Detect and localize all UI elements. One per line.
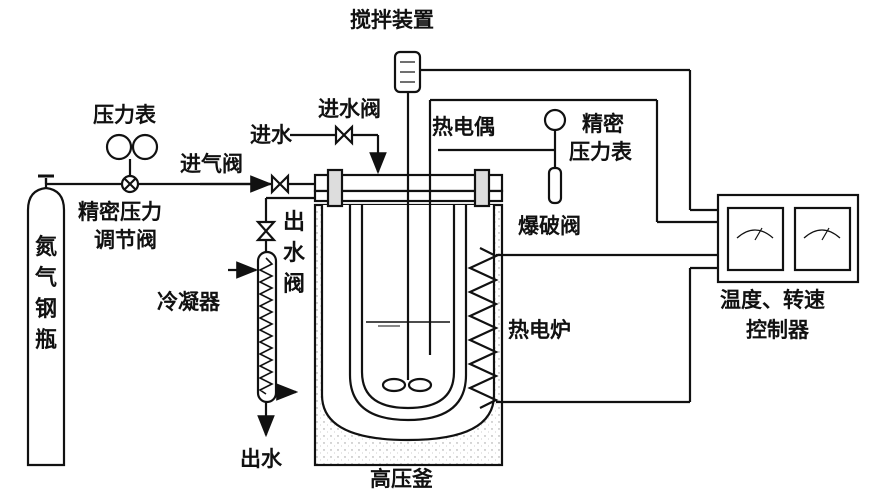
stirrer	[381, 50, 433, 393]
label-electric-furnace: 热电炉	[508, 318, 571, 342]
label-thermocouple: 热电偶	[432, 115, 495, 139]
label-controller-line1: 温度、转速	[720, 288, 825, 312]
control-wires	[420, 68, 718, 404]
water-inlet-line	[290, 124, 387, 175]
inner-vessel	[348, 205, 468, 422]
label-condenser: 冷凝器	[157, 290, 220, 314]
pressure-gauge	[105, 133, 159, 178]
label-stirring-device: 搅拌装置	[350, 8, 434, 32]
gas-inlet-valve	[270, 173, 290, 195]
heating-coil	[467, 247, 499, 409]
label-water-inlet-valve: 进水阀	[318, 97, 381, 121]
label-controller-line2: 控制器	[746, 318, 809, 342]
water-outlet-line	[255, 196, 315, 252]
label-nitrogen-cylinder: 氮气钢瓶	[34, 235, 57, 353]
gas-line	[44, 175, 315, 193]
label-water-outlet-valve: 出水阀	[282, 210, 305, 297]
label-autoclave: 高压釜	[370, 467, 433, 491]
label-gas-inlet-valve: 进气阀	[180, 152, 243, 176]
label-precision-gauge-line1: 精密	[582, 112, 624, 136]
label-precision-gauge-line2: 压力表	[569, 140, 632, 164]
precision-pressure-gauge	[438, 108, 567, 205]
label-water-in: 进水	[250, 123, 292, 147]
thermocouple	[428, 98, 657, 355]
precision-regulator-valve	[120, 174, 140, 194]
label-pressure-gauge: 压力表	[93, 103, 156, 127]
condenser	[228, 250, 299, 438]
label-burst-valve: 爆破阀	[518, 214, 581, 238]
label-precision-regulator-line2: 调节阀	[94, 228, 157, 252]
label-precision-regulator-line1: 精密压力	[78, 200, 162, 224]
controller-box	[716, 193, 860, 284]
label-water-out: 出水	[240, 447, 282, 471]
